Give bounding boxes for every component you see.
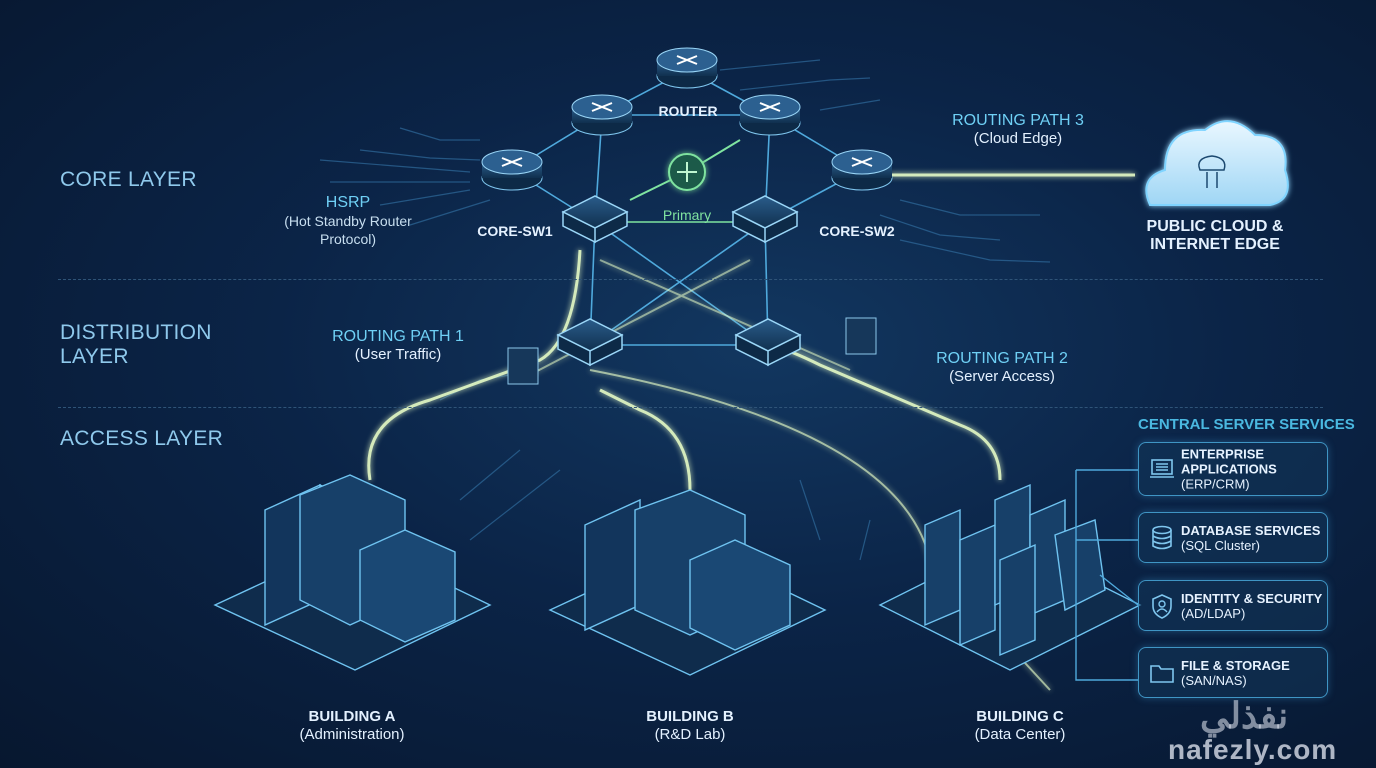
building-b-graphic [548,489,827,676]
building-c-sub: (Data Center) [974,726,1066,743]
service-connectors [1075,469,1139,681]
routing-path-1-line [367,249,582,481]
building-b-sub: (R&D Lab) [654,726,726,743]
hsrp-virtual-node [668,153,706,191]
folder-icon [1150,664,1174,683]
router-far-left [481,149,543,191]
services-title: CENTRAL SERVER SERVICES [1138,416,1355,433]
service-sub: (SAN/NAS) [1181,672,1247,688]
routing-path-2-title: ROUTING PATH 2 [936,350,1068,367]
building-a-label: BUILDING A (Administration) [272,708,432,744]
service-title-2: APPLICATIONS [1181,461,1277,477]
core-sw1-device [561,195,629,244]
cloud-label: PUBLIC CLOUD & INTERNET EDGE [1130,218,1300,254]
cloud-label-line2: INTERNET EDGE [1150,236,1280,253]
dist-sw2-device [734,318,802,367]
routing-path-3-title: ROUTING PATH 3 [952,112,1084,129]
router-top [656,47,718,89]
router-label: ROUTER [658,103,718,119]
service-sub: (ERP/CRM) [1181,476,1250,492]
distribution-layer-label: DISTRIBUTION [60,321,212,344]
router-far-right [831,149,893,191]
routing-path-2-label: ROUTING PATH 2 (Server Access) [922,350,1082,386]
routing-path-3-label: ROUTING PATH 3 (Cloud Edge) [938,112,1098,148]
routing-path-1-label: ROUTING PATH 1 (User Traffic) [318,328,478,364]
hsrp-line2: Protocol) [319,231,377,247]
cloud-label-line1: PUBLIC CLOUD & [1146,218,1284,235]
firewall-icon [845,317,877,355]
hsrp-annotation: HSRP (Hot Standby Router Protocol) [268,194,428,248]
service-card-identity: IDENTITY & SECURITY(AD/LDAP) [1138,580,1328,631]
shield-user-icon [1152,593,1172,619]
routing-path-1-title: ROUTING PATH 1 [332,328,464,345]
core-layer-label: CORE LAYER [60,168,197,191]
service-sub: (SQL Cluster) [1181,537,1260,553]
layer-separator [58,407,1323,408]
building-a-sub: (Administration) [299,726,405,743]
distribution-layer-label-2: LAYER [60,345,129,368]
switches [556,195,802,367]
routing-path-1-sub: (User Traffic) [354,346,442,363]
core-sw2-device [731,195,799,244]
building-a-graphic [213,474,492,671]
layer-separator [58,279,1323,280]
service-card-database: DATABASE SERVICES(SQL Cluster) [1138,512,1328,563]
database-icon [1152,525,1172,549]
hsrp-line1: (Hot Standby Router [284,213,412,229]
core-sw2-label: CORE-SW2 [819,223,895,239]
building-a-name: BUILDING A [308,708,396,725]
core-sw1-label: CORE-SW1 [477,223,553,239]
service-sub: (AD/LDAP) [1181,605,1246,621]
routing-path-3-sub: (Cloud Edge) [973,130,1063,147]
dist-sw1-device [556,318,624,367]
glow-routing-paths [367,173,1135,691]
building-c-name: BUILDING C [976,708,1064,725]
cloud-icon [1145,120,1289,206]
service-card-file-storage: FILE & STORAGE(SAN/NAS) [1138,647,1328,698]
service-title: IDENTITY & SECURITY [1181,590,1323,606]
routing-path-b-line [599,388,692,491]
hsrp-title: HSRP [325,194,371,211]
building-b-name: BUILDING B [646,708,734,725]
router-left [571,94,633,136]
watermark-arabic: نفذلي [1200,695,1289,736]
service-title: ENTERPRISE [1181,446,1265,462]
service-title: FILE & STORAGE [1181,657,1290,673]
service-title: DATABASE SERVICES [1181,522,1321,538]
laptop-icon [1150,459,1174,478]
firewall-icon [507,347,539,385]
routers [481,47,893,191]
primary-label: Primary [662,207,712,223]
watermark-latin: nafezly.com [1168,734,1338,765]
access-layer-label: ACCESS LAYER [60,427,224,450]
building-c-datacenter-graphic [878,483,1142,671]
routing-path-2-sub: (Server Access) [949,368,1055,385]
building-b-label: BUILDING B (R&D Lab) [610,708,770,744]
building-c-label: BUILDING C (Data Center) [940,708,1100,744]
router-right [739,94,801,136]
